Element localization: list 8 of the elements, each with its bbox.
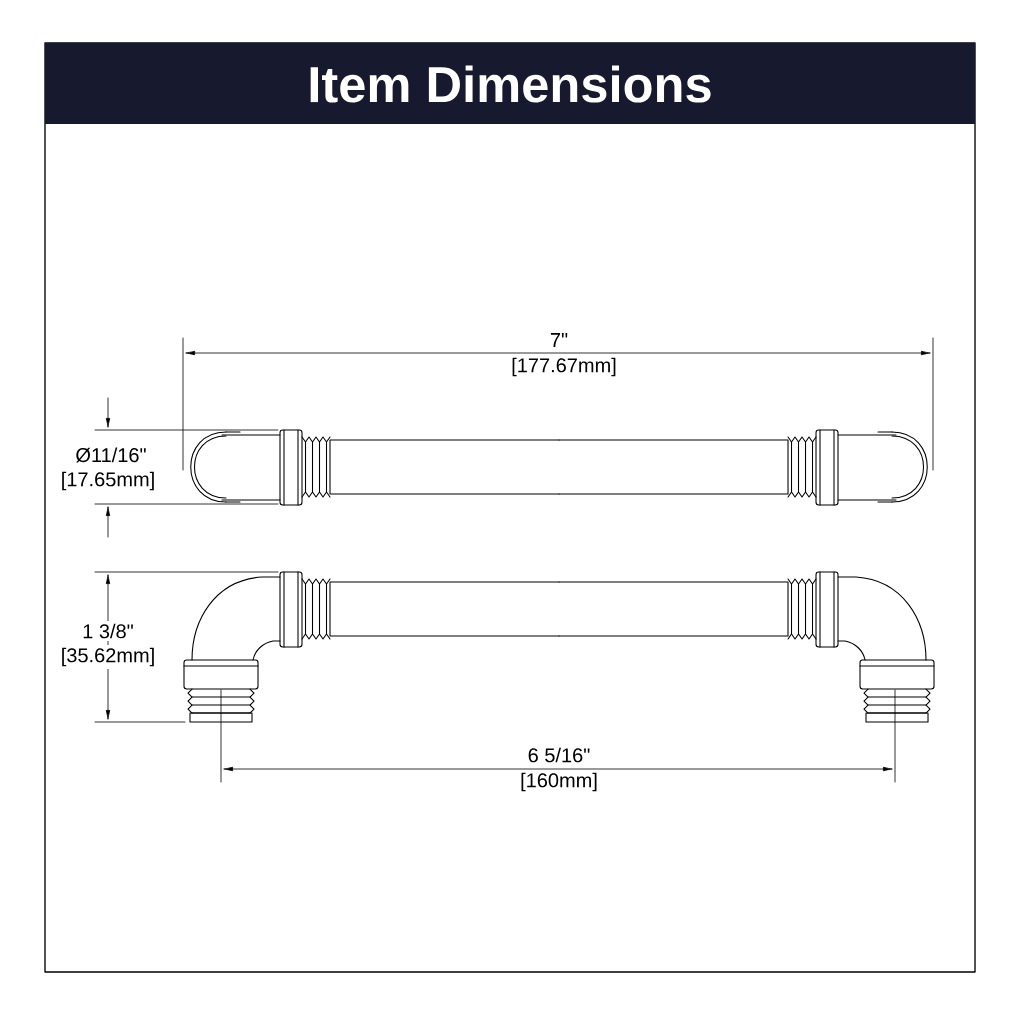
dimension-label: [17.65mm] [58, 469, 158, 493]
dimension-label: 7" [547, 330, 571, 350]
dimension-label: [160mm] [517, 770, 601, 794]
header-banner: Item Dimensions [45, 43, 975, 124]
dimension-label: [177.67mm] [508, 355, 620, 379]
dimension-label: 1 3/8" [79, 621, 137, 641]
dimension-label: 6 5/16" [525, 745, 594, 765]
dimension-label: [35.62mm] [58, 645, 158, 669]
